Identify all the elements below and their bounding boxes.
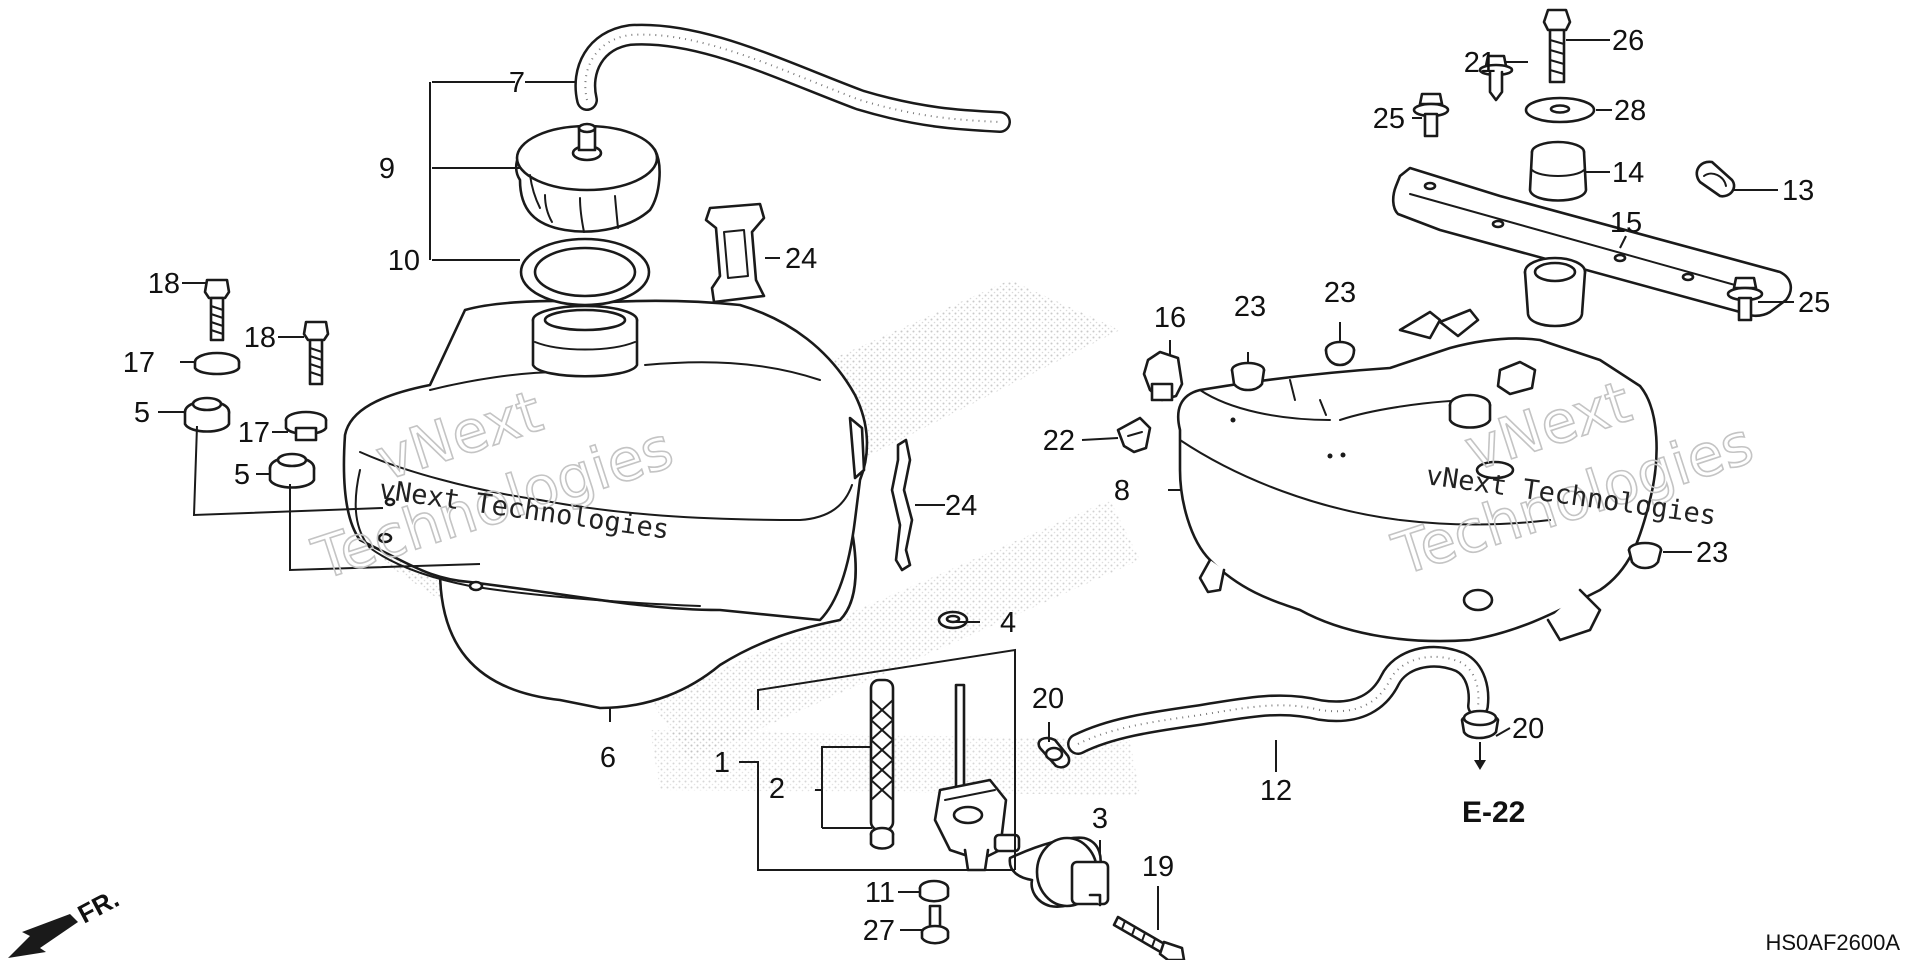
callout-25-right: 25	[1798, 287, 1830, 319]
wire-clip	[1116, 416, 1152, 454]
callout-15: 15	[1610, 207, 1642, 239]
callout-18-left: 18	[148, 268, 180, 300]
hose-clamp-right	[1460, 709, 1500, 740]
hose-clamp-left	[1037, 736, 1071, 769]
callout-6: 6	[600, 742, 616, 774]
tank-stay	[1391, 166, 1793, 328]
grommet-b	[1324, 340, 1356, 367]
callout-24-lower: 24	[945, 490, 977, 522]
tank-strap-lower	[890, 438, 914, 572]
hose-clip	[1695, 160, 1736, 198]
rubber-cushion	[1008, 836, 1110, 908]
callout-20-right: 20	[1512, 713, 1544, 745]
callout-4: 4	[1000, 607, 1016, 639]
diagram-code: HS0AF2600A	[1765, 930, 1900, 955]
callout-1: 1	[714, 747, 730, 779]
washer	[937, 610, 969, 630]
bolt-small	[920, 904, 950, 945]
tank-clip	[1142, 350, 1184, 402]
front-arrow-icon	[8, 914, 78, 958]
callout-28: 28	[1614, 95, 1646, 127]
mount-rubber	[1528, 140, 1588, 202]
callout-23-c: 23	[1696, 537, 1728, 569]
callout-26: 26	[1612, 25, 1644, 57]
callout-20-left: 20	[1032, 683, 1064, 715]
filler-cap-gasket	[519, 237, 651, 307]
callout-3: 3	[1092, 803, 1108, 835]
callout-9: 9	[379, 153, 395, 185]
callout-17-right: 17	[238, 417, 270, 449]
callout-23-b: 23	[1324, 277, 1356, 309]
callout-24-upper: 24	[785, 243, 817, 275]
callout-10: 10	[388, 245, 420, 277]
fuel-hose	[1067, 645, 1490, 755]
callout-8: 8	[1114, 475, 1130, 507]
callout-2: 2	[769, 773, 785, 805]
callout-7: 7	[509, 67, 525, 99]
grommet-c	[1627, 541, 1663, 570]
callout-13: 13	[1782, 175, 1814, 207]
front-indicator-label: FR.	[73, 883, 124, 929]
breather-hose	[574, 23, 1011, 133]
callout-22: 22	[1043, 425, 1075, 457]
flange-bolt-upper	[1412, 92, 1450, 138]
callout-19: 19	[1142, 851, 1174, 883]
callout-21: 21	[1464, 47, 1496, 79]
fuel-cock-assembly	[869, 678, 1021, 872]
bolt-long	[1112, 915, 1186, 960]
callout-5-right: 5	[234, 459, 250, 491]
callout-27: 27	[863, 915, 895, 947]
callout-12: 12	[1260, 775, 1292, 807]
nut-small	[918, 879, 950, 903]
flat-washer	[1524, 96, 1596, 124]
tank-strap-upper	[704, 202, 766, 304]
callout-11: 11	[865, 877, 895, 909]
callout-25-upper: 25	[1373, 103, 1405, 135]
stay-bolt	[1542, 8, 1572, 84]
mount-stack-left	[183, 278, 241, 433]
flange-bolt-right	[1726, 276, 1764, 322]
stud-bolt	[1478, 54, 1514, 102]
callout-18-right: 18	[244, 322, 276, 354]
grommet-a	[1230, 361, 1266, 392]
callout-14: 14	[1612, 157, 1644, 189]
reference-label-e22[interactable]: E-22	[1462, 796, 1525, 829]
callout-17-left: 17	[123, 347, 155, 379]
mount-stack-right	[268, 320, 330, 489]
callout-labels: 7 9 10 24 18 17 5 18 17 5 24 4 6 1 2 20 …	[123, 25, 1831, 947]
fuel-tank	[342, 299, 869, 710]
leader-lines	[158, 39, 1794, 931]
callout-16: 16	[1154, 302, 1186, 334]
callout-23-a: 23	[1234, 291, 1266, 323]
lower-fuel-tank	[1176, 308, 1658, 643]
callout-5-left: 5	[134, 397, 150, 429]
fuel-filler-cap	[514, 122, 661, 233]
